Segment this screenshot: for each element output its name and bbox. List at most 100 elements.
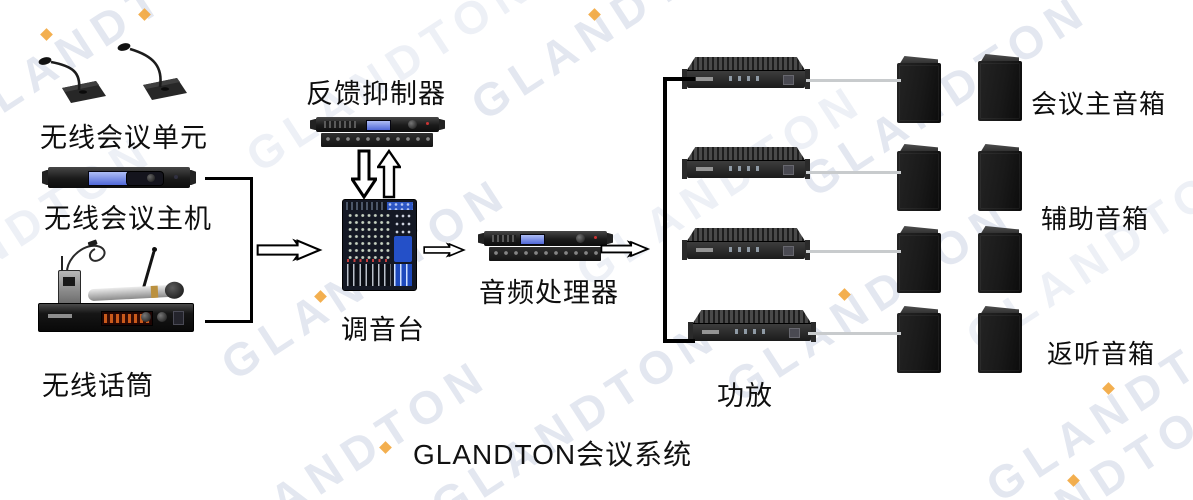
mixer-master-panel	[394, 236, 412, 262]
amplifier-front	[688, 322, 816, 342]
amplifier-device	[682, 147, 810, 179]
suppressor-rear-panel	[321, 133, 433, 147]
suppressor-buttons	[324, 121, 356, 128]
suppressor-lcd-screen	[366, 120, 391, 131]
amplifier-brand	[696, 76, 713, 81]
monitor-speaker-label: 返听音箱	[1047, 339, 1156, 369]
processor-front-panel	[484, 231, 607, 246]
watermark-diamond-icon	[588, 8, 601, 21]
amplifier-vents	[693, 310, 811, 323]
feedback-suppressor-label: 反馈抑制器	[306, 79, 446, 109]
receiver-power-button	[173, 311, 184, 325]
speaker	[897, 226, 941, 293]
watermark-diamond-icon	[838, 288, 851, 301]
mixer-mute-row	[347, 259, 391, 262]
amplifier-device	[688, 310, 816, 342]
wireless-unit-label: 无线会议单元	[40, 123, 208, 153]
amplifier-buttons	[729, 247, 765, 253]
wireless-host-device	[48, 167, 190, 188]
mixer-master-fader	[394, 264, 412, 286]
speaker	[978, 144, 1022, 211]
amplifier-power	[783, 75, 795, 86]
processor-buttons	[492, 235, 516, 242]
watermark-diamond-icon	[314, 290, 327, 303]
watermark-text: GLANDTON	[191, 347, 499, 500]
receiver-display	[101, 311, 153, 326]
watermark-text: GLANDTON	[941, 372, 1193, 500]
mixer-io-section	[387, 202, 413, 210]
speaker	[897, 56, 941, 123]
mixer-knob-field	[347, 212, 391, 262]
amplifier-buttons	[729, 166, 765, 172]
amp-bracket-line	[663, 77, 695, 343]
receiver-brand	[48, 314, 72, 318]
amplifier-brand	[696, 166, 713, 171]
watermark-text: GLANDTON	[566, 72, 874, 298]
suppressor-knob	[408, 120, 417, 129]
watermark-diamond-icon	[1102, 382, 1115, 395]
input-bracket-line	[205, 177, 253, 323]
amplifier-front	[682, 69, 810, 89]
wireless-host-label: 无线会议主机	[44, 204, 212, 234]
amplifier-power	[789, 328, 801, 339]
host-lcd-screen	[88, 171, 130, 186]
amplifier-device	[682, 228, 810, 260]
flow-arrow-right-icon	[600, 240, 651, 258]
host-control-panel	[126, 171, 164, 186]
processor-led	[594, 236, 597, 239]
flow-arrow-down-icon	[351, 149, 377, 199]
amp-speaker-line	[808, 332, 901, 335]
mixer-device	[342, 199, 417, 291]
speaker	[897, 306, 941, 373]
bodypack-transmitter	[58, 256, 81, 305]
flow-arrow-right-icon	[423, 242, 466, 258]
receiver-knob	[141, 312, 151, 322]
gooseneck-mics-graphic	[38, 43, 187, 103]
aux-speaker-label: 辅助音箱	[1041, 204, 1150, 234]
amplifier-power	[783, 246, 795, 257]
speaker	[978, 306, 1022, 373]
mic-receiver-device	[38, 303, 194, 332]
processor-rear-panel	[489, 247, 601, 261]
amplifier-vents	[687, 147, 805, 160]
amplifier-buttons	[735, 329, 771, 335]
handheld-mic	[87, 284, 175, 302]
flow-arrow-right-icon	[256, 238, 323, 262]
amp-speaker-line	[806, 171, 901, 174]
wireless-mic-set-graphic	[30, 239, 202, 337]
amplifier-buttons	[729, 76, 765, 82]
watermark-diamond-icon	[1067, 474, 1080, 487]
audio-processor-device	[484, 231, 607, 264]
receiver-knob	[157, 312, 167, 322]
amplifier-front	[682, 240, 810, 260]
suppressor-led	[426, 122, 429, 125]
feedback-suppressor-device	[316, 117, 439, 150]
mixer-label: 调音台	[341, 315, 425, 345]
wireless-mic-label: 无线话筒	[42, 371, 154, 401]
mixer-faders	[347, 264, 391, 286]
watermark-diamond-icon	[379, 441, 392, 454]
mixer-input-jacks	[346, 202, 386, 210]
processor-lcd-screen	[520, 234, 545, 245]
amplifier-front	[682, 159, 810, 179]
amplifier-device	[682, 57, 810, 89]
suppressor-front-panel	[316, 117, 439, 132]
flow-arrow-up-icon	[377, 149, 401, 199]
main-speaker-label: 会议主音箱	[1031, 89, 1167, 119]
amplifier-label: 功放	[717, 381, 773, 411]
speaker	[978, 54, 1022, 121]
amp-speaker-line	[806, 79, 901, 82]
amplifier-power	[783, 165, 795, 176]
speaker	[897, 144, 941, 211]
amplifier-brand	[696, 247, 713, 252]
amp-speaker-line	[806, 250, 901, 253]
amplifier-brand	[702, 329, 719, 334]
diagram-title: GLANDTON会议系统	[413, 439, 693, 470]
speaker	[978, 226, 1022, 293]
host-led	[174, 175, 178, 179]
processor-knob	[576, 234, 585, 243]
audio-processor-label: 音频处理器	[479, 278, 619, 308]
amplifier-vents	[687, 228, 805, 241]
lapel-cable-graphic	[66, 239, 106, 280]
